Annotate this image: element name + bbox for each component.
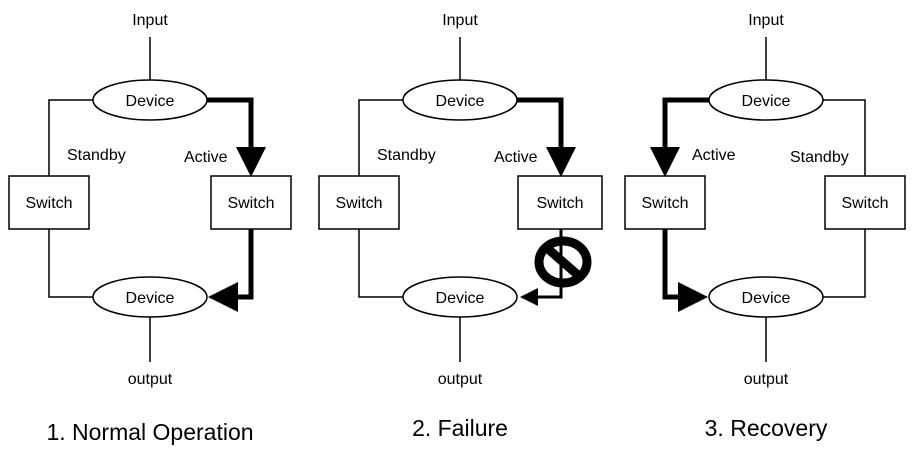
- right-path-label: Active: [494, 149, 538, 166]
- panel-caption: 1. Normal Operation: [46, 419, 253, 445]
- left-switch-node: [318, 175, 400, 230]
- standby-top-link: [823, 99, 866, 176]
- input-label: Input: [442, 12, 478, 29]
- top-device-node: [708, 79, 824, 121]
- output-label: output: [128, 371, 173, 388]
- right-path-label: Active: [184, 149, 228, 166]
- left-switch-node: [624, 175, 706, 230]
- input-label: Input: [132, 12, 168, 29]
- left-switch-label: Switch: [25, 195, 72, 212]
- standby-top-link: [48, 99, 93, 176]
- left-switch-label: Switch: [641, 195, 688, 212]
- active-top-arrow: [207, 97, 266, 177]
- standby-bottom-link: [358, 229, 403, 298]
- right-switch-node: [824, 175, 906, 230]
- panel-caption: 3. Recovery: [705, 415, 828, 441]
- left-path-label: Standby: [67, 147, 126, 164]
- top-device-node: [402, 79, 518, 121]
- top-device-node: [92, 79, 208, 121]
- panel-failure: Input Device Switch Switch Device output…: [318, 12, 603, 441]
- panel-normal-operation: Input Device Switch Switch Device output…: [8, 12, 292, 445]
- standby-top-link: [358, 99, 403, 176]
- panel-recovery: Input Device Switch Switch Device output…: [624, 12, 906, 441]
- right-switch-node: [210, 175, 292, 230]
- failure-prohibited-icon: [534, 236, 592, 288]
- bottom-device-label: Device: [126, 290, 175, 307]
- output-label: output: [438, 371, 483, 388]
- bottom-device-label: Device: [742, 290, 791, 307]
- right-switch-label: Switch: [536, 195, 583, 212]
- panel-caption: 2. Failure: [412, 415, 508, 441]
- bottom-device-label: Device: [436, 290, 485, 307]
- left-switch-node: [8, 175, 90, 230]
- top-device-label: Device: [436, 93, 485, 110]
- active-bottom-arrow: [662, 229, 708, 312]
- right-switch-label: Switch: [841, 195, 888, 212]
- left-path-label: Active: [692, 147, 736, 164]
- left-path-label: Standby: [377, 147, 436, 164]
- active-top-arrow: [517, 97, 576, 177]
- left-switch-label: Switch: [335, 195, 382, 212]
- active-top-arrow: [650, 97, 709, 177]
- right-switch-node: [517, 175, 603, 230]
- failed-bottom-arrow: [520, 229, 563, 306]
- top-device-label: Device: [126, 93, 175, 110]
- standby-bottom-link: [48, 229, 93, 298]
- right-switch-label: Switch: [227, 195, 274, 212]
- active-bottom-arrow: [208, 229, 254, 312]
- right-path-label: Standby: [790, 149, 849, 166]
- output-label: output: [744, 371, 789, 388]
- top-device-label: Device: [742, 93, 791, 110]
- input-label: Input: [748, 12, 784, 29]
- standby-bottom-link: [823, 229, 866, 298]
